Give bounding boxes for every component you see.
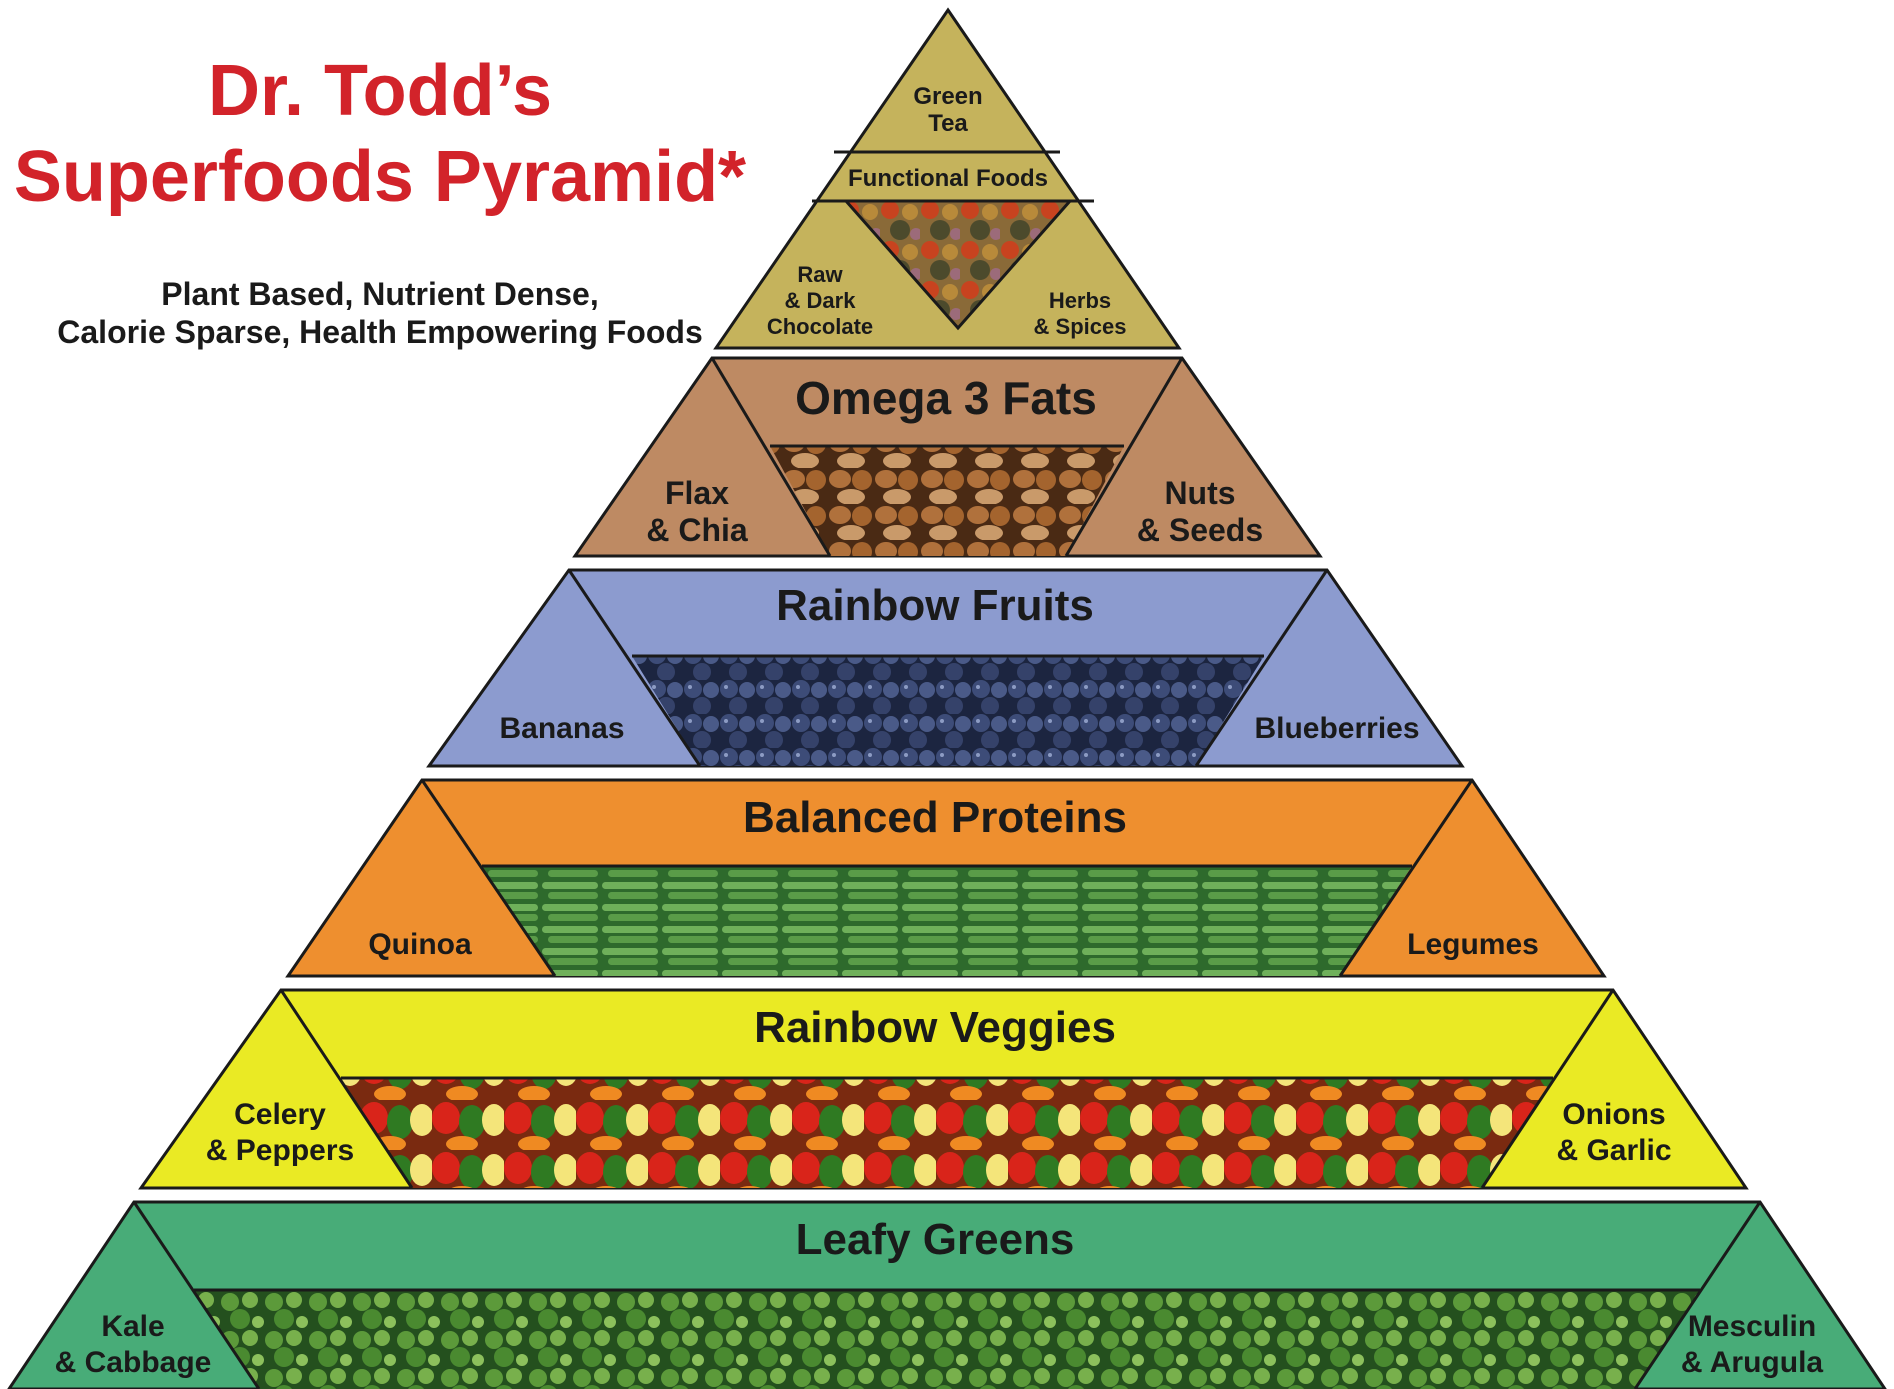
mesculin-arugula-label-line-2: & Arugula xyxy=(1681,1346,1824,1379)
peppers-photo xyxy=(341,1078,1553,1188)
quinoa-label: Quinoa xyxy=(368,928,472,961)
bananas-label: Bananas xyxy=(499,712,624,745)
rainbow-veggies-heading: Rainbow Veggies xyxy=(754,1003,1116,1052)
tier-leafy-greens: Leafy Greens Kale & Cabbage Mesculin & A… xyxy=(9,1202,1885,1389)
blueberries-photo xyxy=(632,656,1264,766)
herbs-spices-label-line-2: & Spices xyxy=(1034,314,1127,339)
herbs-spices-label-line-1: Herbs xyxy=(1049,288,1111,313)
leafy-greens-heading: Leafy Greens xyxy=(796,1215,1075,1264)
nuts-seeds-label-line-1: Nuts xyxy=(1164,475,1235,511)
kale-photo xyxy=(194,1290,1700,1389)
balanced-proteins-heading: Balanced Proteins xyxy=(743,793,1127,842)
nuts-seeds-label-line-2: & Seeds xyxy=(1137,512,1263,548)
chocolate-label-line-1: Raw xyxy=(797,262,843,287)
functional-foods-heading: Functional Foods xyxy=(848,165,1048,192)
nuts-photo xyxy=(770,446,1124,556)
kale-cabbage-label-line-2: & Cabbage xyxy=(55,1346,212,1379)
omega-3-fats-heading: Omega 3 Fats xyxy=(795,372,1097,424)
onions-garlic-label-line-2: & Garlic xyxy=(1556,1134,1671,1167)
legumes-label: Legumes xyxy=(1407,928,1539,961)
blueberries-label: Blueberries xyxy=(1254,712,1419,745)
celery-peppers-label-line-1: Celery xyxy=(234,1098,326,1131)
mesculin-arugula-label-line-1: Mesculin xyxy=(1688,1310,1816,1343)
rainbow-fruits-heading: Rainbow Fruits xyxy=(776,581,1094,630)
tier-omega-3-fats: Omega 3 Fats Flax & Chia Nuts & Seeds xyxy=(575,358,1320,556)
flax-chia-label-line-1: Flax xyxy=(665,475,729,511)
green-tea-label-line-2: Tea xyxy=(928,110,968,137)
celery-peppers-label-line-2: & Peppers xyxy=(206,1134,354,1167)
tier-rainbow-fruits: Rainbow Fruits Bananas Blueberries xyxy=(429,570,1462,766)
tier-functional-foods: Green Tea Functional Foods Raw & Dark Ch… xyxy=(716,10,1179,348)
flax-chia-label-line-2: & Chia xyxy=(646,512,748,548)
onions-garlic-label-line-1: Onions xyxy=(1562,1098,1665,1131)
green-tea-label-line-1: Green xyxy=(913,83,982,110)
green-beans-photo xyxy=(482,866,1412,976)
kale-cabbage-label-line-1: Kale xyxy=(101,1310,164,1343)
tier-balanced-proteins: Balanced Proteins Quinoa Legumes xyxy=(288,780,1604,976)
chocolate-label-line-3: Chocolate xyxy=(767,314,873,339)
chocolate-label-line-2: & Dark xyxy=(785,288,857,313)
tier-rainbow-veggies: Rainbow Veggies Celery & Peppers Onions … xyxy=(141,990,1746,1188)
